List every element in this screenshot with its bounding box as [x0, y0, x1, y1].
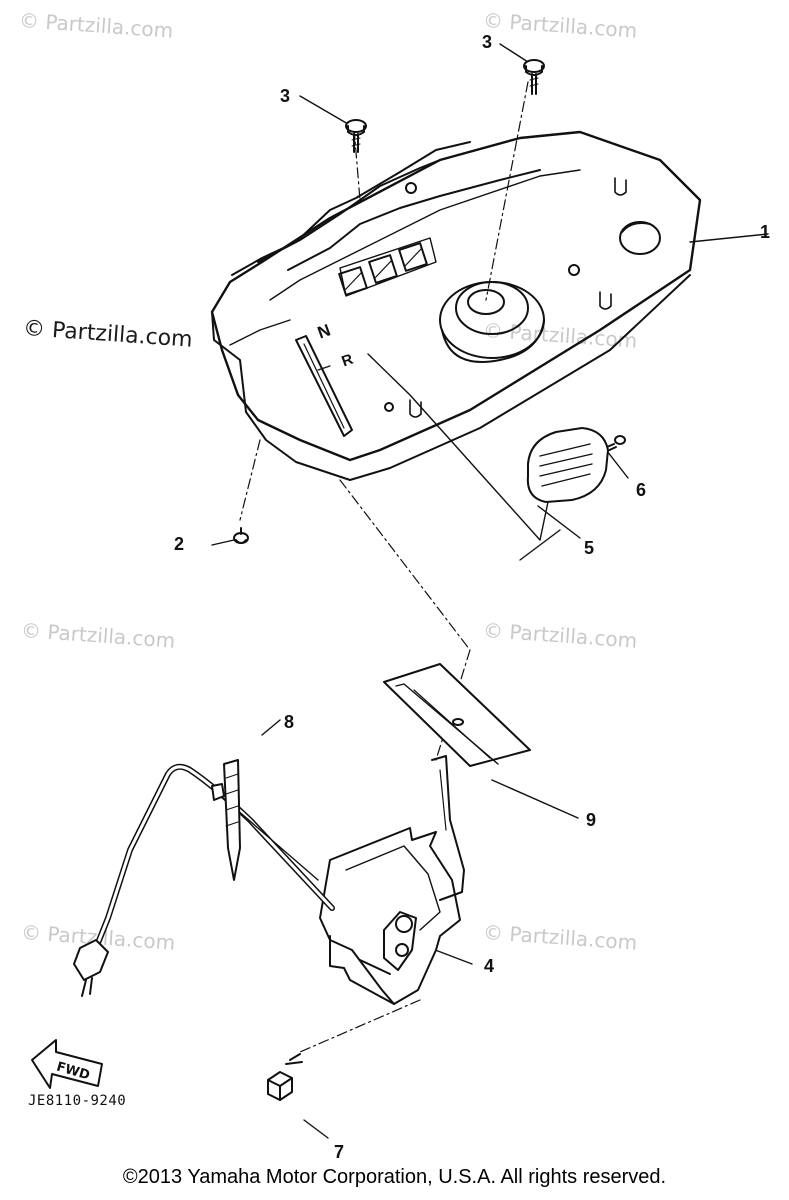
- callout-1: 1: [760, 222, 771, 242]
- callout-7: 7: [334, 1142, 345, 1162]
- plate-part-9: [383, 663, 531, 767]
- callout-5: 5: [584, 538, 595, 558]
- nut-part-2: [233, 527, 249, 544]
- cable-assembly: [73, 763, 335, 997]
- callout-3: 3: [280, 86, 291, 106]
- diagram-code: JE8110-9240: [28, 1093, 127, 1109]
- leader-lines: [211, 43, 769, 1139]
- cap-part-5: [526, 427, 609, 503]
- bracket-part-4: [319, 755, 465, 1005]
- callout-2: 2: [174, 534, 185, 554]
- fwd-arrow-icon: [31, 1039, 103, 1089]
- screw-part-3-right: [523, 59, 545, 95]
- bolt-part-7: [267, 1053, 303, 1101]
- callout-4: 4: [484, 956, 495, 976]
- screw-part-3-left: [345, 119, 367, 153]
- callout-6: 6: [636, 480, 647, 500]
- cable-tie-part-8: [223, 759, 241, 881]
- callout-8: 8: [284, 712, 295, 732]
- control-panel-cover: [210, 130, 702, 481]
- callout-3: 3: [482, 32, 493, 52]
- callout-9: 9: [586, 810, 597, 830]
- copyright-notice: ©2013 Yamaha Motor Corporation, U.S.A. A…: [122, 1166, 667, 1188]
